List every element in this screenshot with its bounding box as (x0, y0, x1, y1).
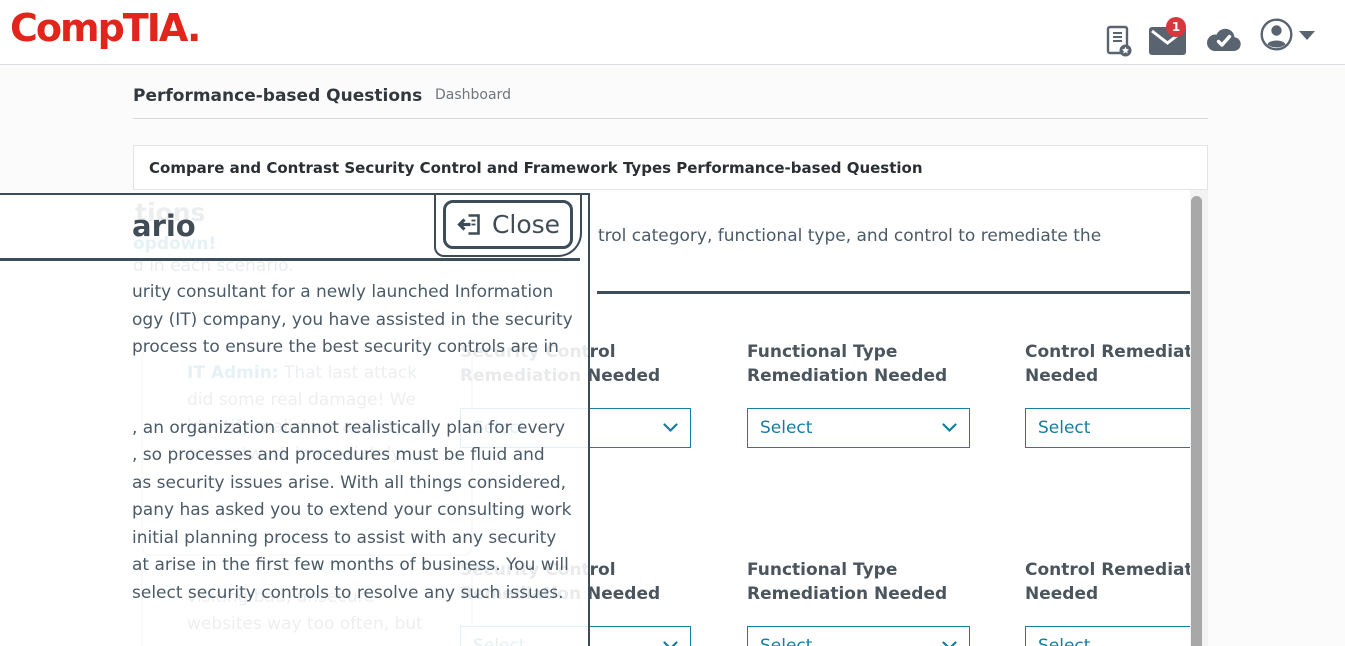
question-panel-title: Compare and Contrast Security Control an… (149, 158, 923, 177)
close-button[interactable]: Close (443, 200, 573, 249)
column-control-remediation: Control Remediation Needed Select (1025, 340, 1190, 448)
scenario-line: urity consultant for a newly launched In… (132, 282, 554, 302)
column-functional-type: Functional Type Remediation Needed Selec… (747, 340, 987, 448)
question-panel-header: Compare and Contrast Security Control an… (133, 145, 1208, 190)
close-button-label: Close (491, 210, 561, 239)
scenario-line: , an organization cannot realistically p… (132, 417, 566, 438)
notification-badge: 1 (1166, 17, 1186, 37)
scenario-line: , so processes and procedures must be fl… (132, 445, 545, 465)
column-header: Control Remediation (1025, 560, 1190, 580)
column-header: Functional Type (747, 342, 898, 362)
select-value: Select (1038, 636, 1091, 646)
vertical-scrollbar[interactable] (1190, 190, 1208, 646)
select-control-row1[interactable]: Select (1025, 408, 1190, 448)
select-control-row2[interactable]: Select (1025, 626, 1190, 646)
scenario-modal: ario Close urity consultant for a newly … (0, 193, 590, 646)
scenario-line: ogy (IT) company, you have assisted in t… (132, 309, 573, 330)
column-control-remediation: Control Remediation Needed Select (1025, 558, 1190, 646)
breadcrumb-divider (133, 118, 1208, 119)
scenario-text: urity consultant for a newly launched In… (132, 279, 580, 646)
scenario-modal-title: ario (132, 209, 196, 243)
comptia-logo: CompTIA. (10, 6, 201, 50)
modal-title-divider (0, 258, 580, 261)
top-bar: CompTIA. 1 (0, 0, 1345, 65)
select-functional-type-row1[interactable]: Select (747, 408, 970, 448)
assignment-icon[interactable] (1103, 24, 1133, 58)
scenario-line: initial planning process to assist with … (132, 527, 557, 548)
scenario-line: as security issues arise. With all thing… (132, 472, 567, 493)
dashboard-link[interactable]: Dashboard (435, 87, 511, 103)
column-header: Remediation Needed (747, 366, 948, 386)
select-functional-type-row2[interactable]: Select (747, 626, 970, 646)
scenario-line: process to ensure the best security cont… (132, 337, 559, 357)
chevron-down-icon (942, 423, 957, 433)
exit-icon (457, 214, 480, 235)
close-button-container: Close (434, 195, 582, 257)
column-header: Functional Type (747, 560, 898, 580)
page-title: Performance-based Questions (133, 86, 423, 106)
chevron-down-icon (663, 423, 678, 433)
table-top-rule (597, 291, 1190, 294)
select-value: Select (760, 418, 813, 438)
column-functional-type: Functional Type Remediation Needed Selec… (747, 558, 987, 646)
instruction-fragment-line1: trol category, functional type, and cont… (598, 226, 1102, 246)
chevron-down-icon (942, 641, 957, 646)
account-icon[interactable] (1260, 18, 1293, 51)
select-value: Select (1038, 418, 1091, 438)
scenario-line: pany has asked you to extend your consul… (132, 500, 572, 520)
chevron-down-icon (663, 641, 678, 646)
account-menu-caret-icon[interactable] (1299, 31, 1315, 40)
scenario-line: at arise in the first few months of busi… (132, 555, 569, 575)
scrollbar-thumb[interactable] (1191, 196, 1202, 646)
select-value: Select (760, 636, 813, 646)
scenario-line: select security controls to resolve any … (132, 582, 564, 603)
column-header: Remediation Needed (747, 584, 948, 604)
column-header: Needed (1025, 584, 1099, 604)
column-header: Control Remediation (1025, 342, 1190, 362)
paragraph-gap (132, 362, 580, 415)
column-header: Needed (1025, 366, 1099, 386)
cloud-check-icon[interactable] (1204, 26, 1242, 54)
